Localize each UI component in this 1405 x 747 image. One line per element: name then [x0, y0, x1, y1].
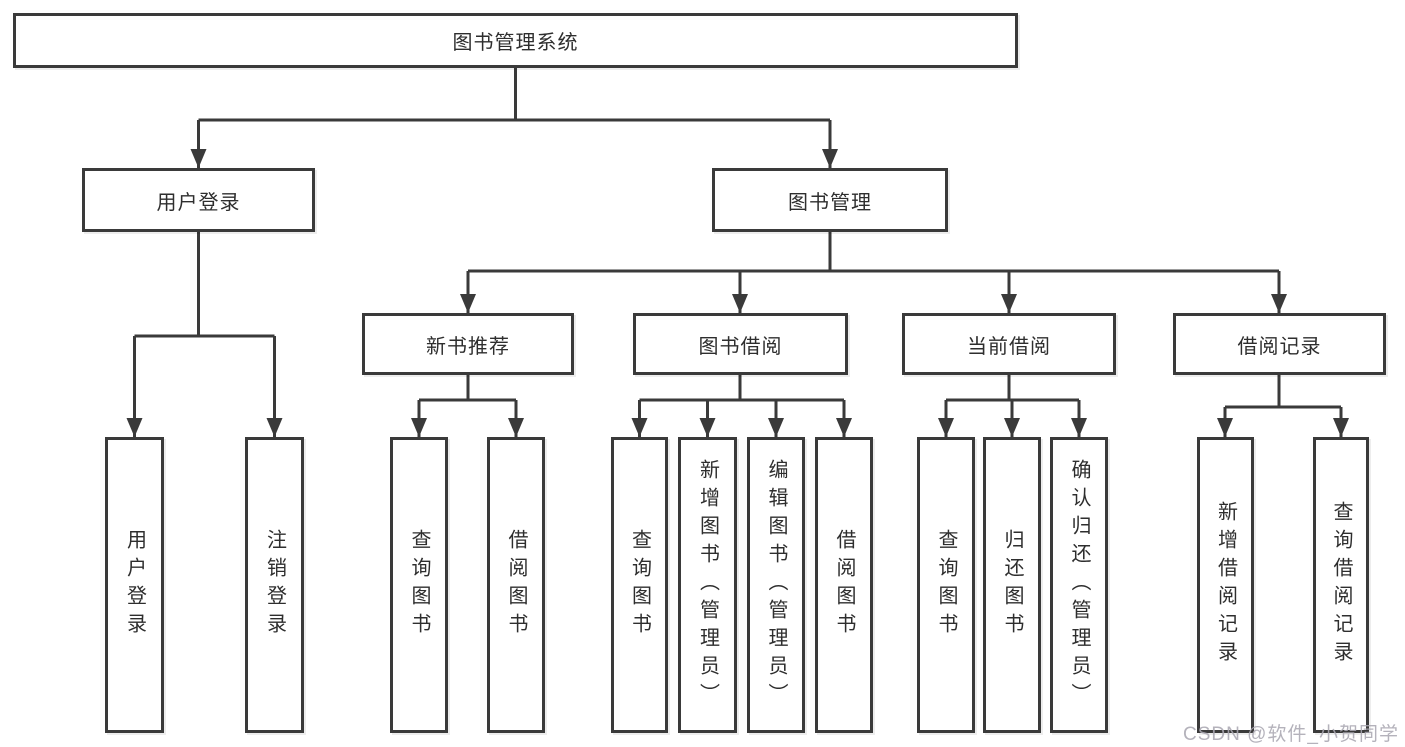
node-label: 借阅图书 — [505, 529, 527, 641]
node-leaf-return-books: 归还图书 — [983, 437, 1041, 733]
node-label: 借阅记录 — [1237, 335, 1322, 358]
csdn-watermark: CSDN @软件_小贺同学 — [1183, 724, 1399, 745]
node-label: 新增借阅记录 — [1214, 501, 1237, 669]
node-user-login-group: 用户登录 — [82, 168, 315, 232]
node-label: 编辑图书（管理员） — [765, 459, 787, 711]
node-library-management-system: 图书管理系统 — [13, 13, 1018, 68]
node-borrowing-records: 借阅记录 — [1173, 313, 1386, 375]
node-label: 查询借阅记录 — [1330, 501, 1352, 669]
node-leaf-borrow-books-recommend: 借阅图书 — [487, 437, 545, 733]
node-book-management-group: 图书管理 — [712, 168, 948, 232]
node-leaf-query-borrow-record: 查询借阅记录 — [1313, 437, 1369, 733]
node-current-borrowing: 当前借阅 — [902, 313, 1116, 375]
node-leaf-confirm-return-admin: 确认归还（管理员） — [1050, 437, 1108, 733]
node-label: 新书推荐 — [426, 335, 510, 358]
node-label: 图书管理 — [788, 191, 872, 214]
node-leaf-query-books-current: 查询图书 — [917, 437, 975, 733]
node-leaf-user-login: 用户登录 — [105, 437, 164, 733]
node-book-borrowing: 图书借阅 — [633, 313, 848, 375]
node-leaf-edit-books-admin: 编辑图书（管理员） — [747, 437, 805, 733]
node-label: 注销登录 — [263, 529, 286, 641]
node-label: 用户登录 — [123, 529, 146, 641]
node-leaf-query-books-recommend: 查询图书 — [390, 437, 448, 733]
node-label: 图书借阅 — [698, 335, 783, 358]
node-label: 查询图书 — [628, 529, 651, 641]
node-leaf-add-borrow-record: 新增借阅记录 — [1197, 437, 1254, 733]
node-label: 图书管理系统 — [452, 32, 579, 54]
node-label: 归还图书 — [1001, 529, 1023, 641]
node-label: 当前借阅 — [967, 335, 1051, 358]
node-label: 新增图书（管理员） — [696, 459, 719, 711]
node-label: 用户登录 — [156, 191, 241, 214]
node-leaf-add-books-admin: 新增图书（管理员） — [678, 437, 737, 733]
node-label: 查询图书 — [408, 529, 430, 641]
node-label: 查询图书 — [935, 529, 957, 641]
node-new-book-recommendation: 新书推荐 — [362, 313, 574, 375]
node-leaf-logout: 注销登录 — [245, 437, 304, 733]
node-leaf-borrow-books: 借阅图书 — [815, 437, 873, 733]
node-label: 确认归还（管理员） — [1068, 459, 1090, 711]
node-label: 借阅图书 — [833, 529, 855, 641]
node-leaf-query-books-borrowing: 查询图书 — [611, 437, 668, 733]
